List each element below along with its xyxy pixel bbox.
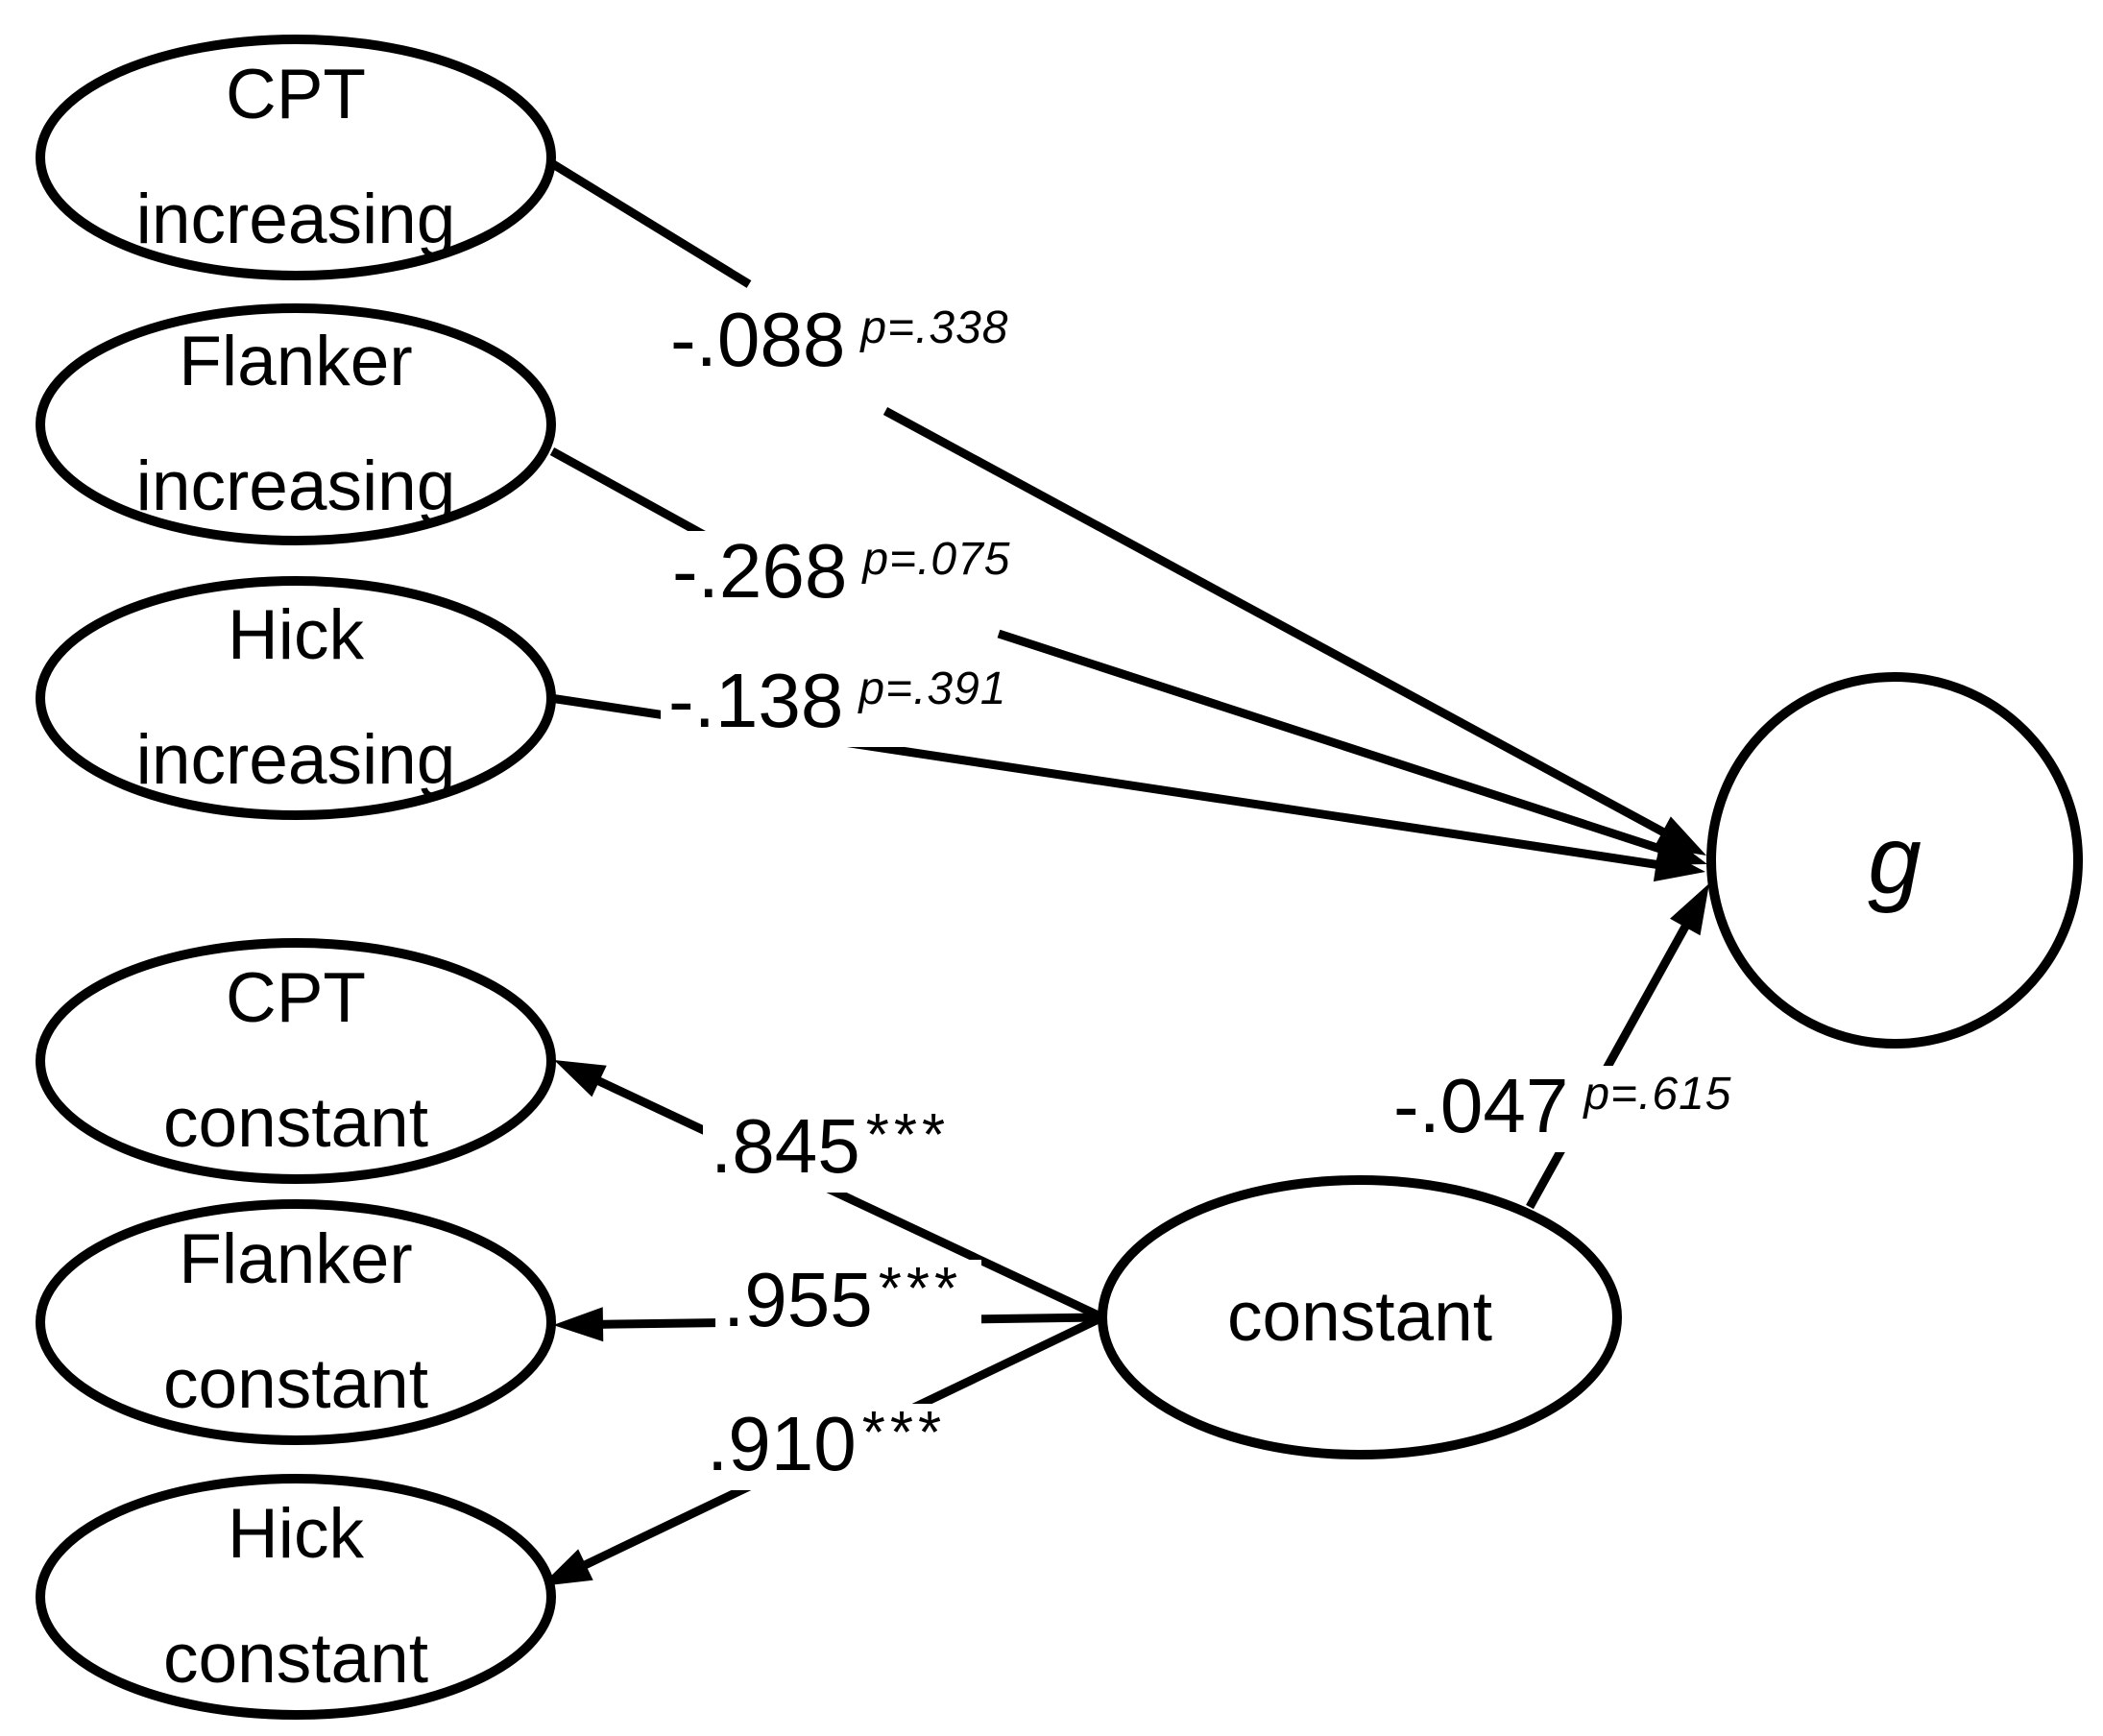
node-label-line: CPT	[226, 959, 366, 1037]
node-label-line: constant	[163, 1084, 428, 1162]
edge-constant-to-g	[1526, 883, 1709, 1210]
coefficient-value: .845	[711, 1103, 860, 1189]
node-label-line: CPT	[226, 56, 366, 133]
node-hick-increasing	[36, 576, 556, 820]
node-g	[1706, 672, 2083, 1049]
node-label-line: Hick	[228, 1495, 364, 1573]
coefficient-value: -.088	[670, 297, 846, 382]
arrowhead-icon	[1653, 847, 1705, 882]
node-flanker-increasing	[36, 303, 556, 545]
coefficient-value: .910	[707, 1401, 857, 1486]
edge-constant-to-cpt-constant	[554, 1060, 1104, 1322]
edge-cpt-increasing-to-g	[538, 153, 1706, 856]
coef-cpt-increasing-g: -.088 p=.338	[663, 300, 1028, 386]
significance-stars: ***	[861, 1400, 947, 1466]
node-cpt-increasing	[36, 35, 556, 280]
node-label-cpt-increasing: CPT increasing	[40, 33, 551, 282]
edge-line	[1526, 920, 1692, 1210]
p-value: p=.615	[1583, 1069, 1732, 1120]
node-label-flanker-increasing: Flanker increasing	[40, 300, 551, 549]
node-label-hick-increasing: Hick increasing	[40, 573, 551, 823]
arrowhead-icon	[541, 1549, 593, 1586]
coefficient-value: -.138	[668, 658, 844, 743]
edge-line	[592, 1074, 1104, 1322]
coef-constant-hick-constant: .910***	[699, 1400, 966, 1490]
node-label-constant: constant	[1102, 1255, 1617, 1380]
node-label-line: Hick	[228, 596, 364, 674]
node-label-line: constant	[163, 1345, 428, 1423]
node-label-flanker-constant: Flanker constant	[40, 1197, 551, 1447]
p-value: p=.075	[862, 534, 1011, 585]
node-label-line: Flanker	[179, 323, 413, 400]
node-label-g: g	[1711, 798, 2078, 923]
arrowhead-icon	[1670, 883, 1709, 936]
coef-constant-flanker-constant: .955***	[715, 1256, 982, 1346]
coefficient-value: -.268	[672, 528, 848, 614]
significance-stars: ***	[878, 1256, 963, 1322]
coef-hick-increasing-g: -.138 p=.391	[661, 661, 1027, 747]
node-cpt-constant	[36, 938, 556, 1184]
node-label-line: constant	[1227, 1278, 1492, 1356]
edge-line	[997, 629, 1667, 856]
node-label-line: increasing	[135, 447, 456, 525]
node-label-line: g	[1868, 807, 1922, 914]
coef-constant-cpt-constant: .845***	[703, 1102, 970, 1193]
node-hick-constant	[36, 1474, 556, 1720]
edge-line	[882, 407, 1670, 839]
node-label-line: increasing	[135, 181, 456, 258]
node-label-line: constant	[163, 1620, 428, 1698]
node-constant	[1098, 1175, 1622, 1459]
coefficient-value: -.047	[1393, 1063, 1569, 1148]
arrowhead-icon	[553, 1307, 604, 1342]
node-label-line: increasing	[135, 721, 456, 799]
node-label-hick-constant: Hick constant	[40, 1472, 551, 1722]
edge-line	[538, 153, 752, 288]
coef-constant-g: -.047 p=.615	[1386, 1066, 1752, 1152]
coefficient-value: .955	[723, 1257, 873, 1342]
node-label-cpt-constant: CPT constant	[40, 936, 551, 1186]
node-label-line: Flanker	[179, 1220, 413, 1298]
p-value: p=.391	[858, 663, 1007, 714]
p-value: p=.338	[860, 302, 1009, 353]
coef-flanker-increasing-g: -.268 p=.075	[665, 531, 1030, 617]
significance-stars: ***	[865, 1102, 951, 1169]
node-flanker-constant	[36, 1199, 556, 1445]
arrowhead-icon	[554, 1060, 607, 1097]
